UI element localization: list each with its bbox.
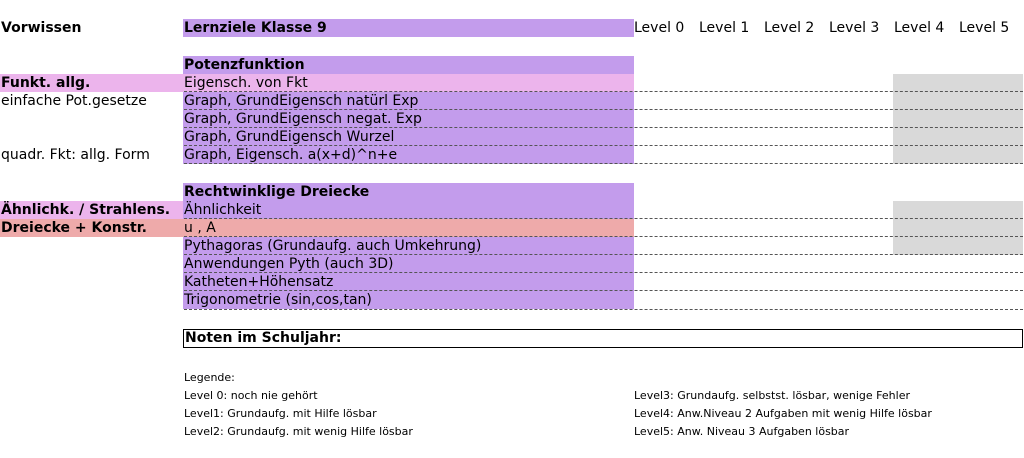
row-divider (184, 290, 1023, 291)
section-title-dreiecke: Rechtwinklige Dreiecke (183, 183, 634, 201)
section-title-potenzfunktion: Potenzfunktion (183, 56, 634, 74)
goal-cell: Graph, GrundEigensch Wurzel (183, 128, 634, 146)
row-divider (184, 91, 1023, 92)
legend-title: Legende: (184, 371, 235, 384)
level-shaded-block (893, 201, 1023, 255)
row-divider (184, 218, 1023, 219)
goal-cell: Pythagoras (Grundaufg. auch Umkehrung) (183, 237, 634, 255)
goal-cell: u , A (183, 219, 634, 237)
goal-cell: Graph, GrundEigensch natürl Exp (183, 92, 634, 110)
legend-item: Level4: Anw.Niveau 2 Aufgaben mit wenig … (634, 407, 932, 420)
lernziele-header: Lernziele Klasse 9 (183, 19, 634, 37)
row-divider (184, 254, 1023, 255)
level-shaded-block (893, 74, 1023, 164)
prereq-cell: einfache Pot.gesetze (1, 93, 147, 109)
prereq-cell: Funkt. allg. (0, 74, 183, 92)
prereq-cell: Ähnlichk. / Strahlens. (0, 201, 183, 219)
goal-cell: Anwendungen Pyth (auch 3D) (183, 255, 634, 273)
level-header-1: Level 1 (699, 20, 750, 36)
goal-cell: Eigensch. von Fkt (183, 74, 634, 92)
legend-item: Level1: Grundaufg. mit Hilfe lösbar (184, 407, 377, 420)
row-divider (184, 272, 1023, 273)
legend-item: Level 0: noch nie gehört (184, 389, 318, 402)
prereq-cell: quadr. Fkt: allg. Form (1, 147, 150, 163)
row-divider (184, 309, 1023, 310)
legend-item: Level5: Anw. Niveau 3 Aufgaben lösbar (634, 425, 850, 438)
level-header-4: Level 4 (894, 20, 945, 36)
legend-item: Level3: Grundaufg. selbstst. lösbar, wen… (634, 389, 910, 402)
level-header-0: Level 0 (634, 20, 685, 36)
prereq-cell: Dreiecke + Konstr. (0, 219, 183, 237)
level-header-5: Level 5 (959, 20, 1010, 36)
goal-cell: Katheten+Höhensatz (183, 273, 634, 291)
noten-box: Noten im Schuljahr: (183, 329, 1023, 348)
row-divider (184, 127, 1023, 128)
goal-cell: Graph, Eigensch. a(x+d)^n+e (183, 146, 634, 164)
row-divider (184, 109, 1023, 110)
goal-cell: Graph, GrundEigensch negat. Exp (183, 110, 634, 128)
level-header-3: Level 3 (829, 20, 880, 36)
row-divider (184, 236, 1023, 237)
row-divider (184, 145, 1023, 146)
level-header-2: Level 2 (764, 20, 815, 36)
goal-cell: Ähnlichkeit (183, 201, 634, 219)
goal-cell: Trigonometrie (sin,cos,tan) (183, 291, 634, 309)
legend-item: Level2: Grundaufg. mit wenig Hilfe lösba… (184, 425, 413, 438)
row-divider (184, 163, 1023, 164)
vorwissen-header: Vorwissen (1, 20, 82, 36)
